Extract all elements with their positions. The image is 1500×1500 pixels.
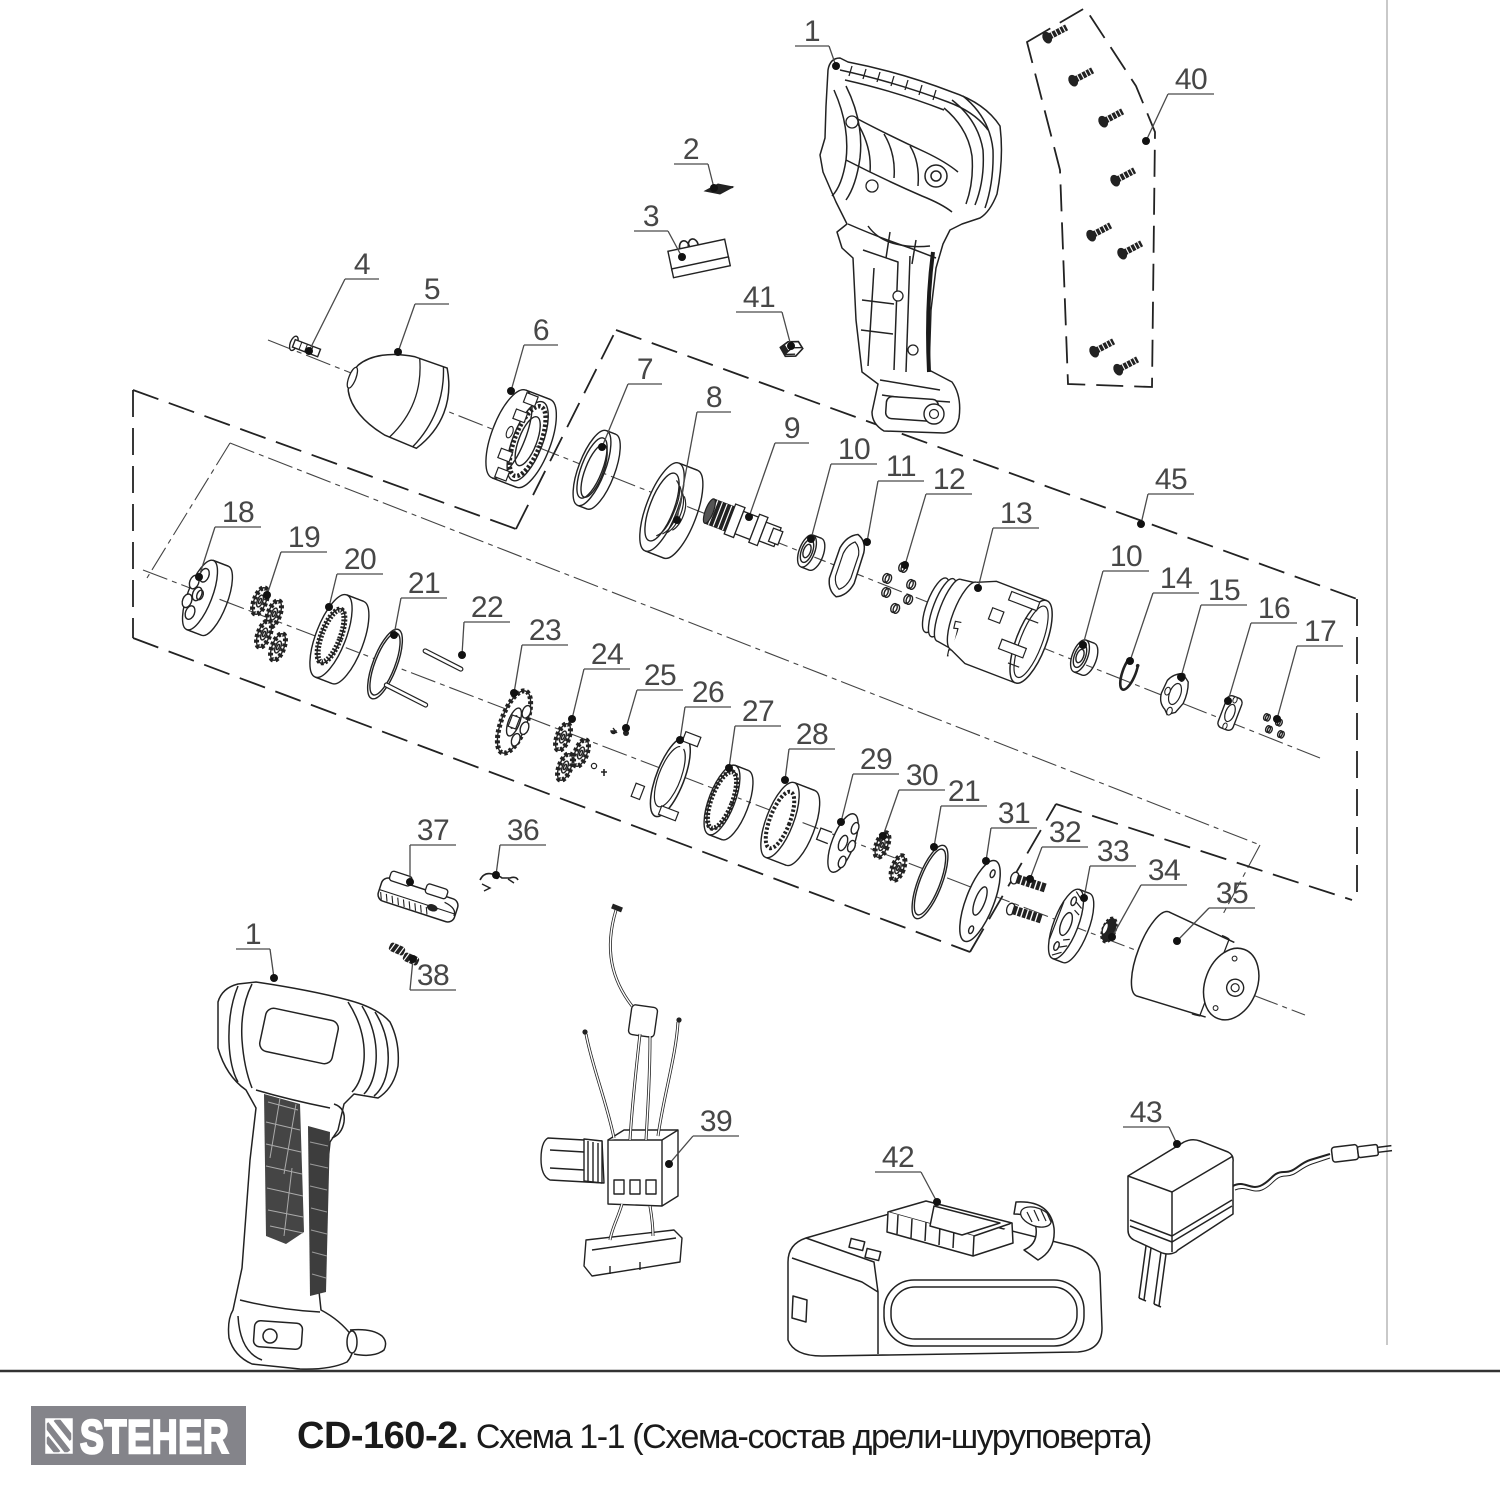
svg-text:39: 39 — [700, 1105, 732, 1138]
svg-text:33: 33 — [1097, 835, 1129, 868]
svg-text:19: 19 — [288, 521, 320, 554]
svg-text:6: 6 — [533, 314, 549, 347]
svg-text:29: 29 — [860, 743, 892, 776]
svg-text:11: 11 — [886, 450, 916, 483]
svg-text:3: 3 — [643, 200, 659, 233]
svg-text:10: 10 — [1110, 540, 1142, 573]
svg-text:9: 9 — [784, 412, 800, 445]
svg-text:26: 26 — [692, 676, 724, 709]
svg-text:37: 37 — [417, 814, 449, 847]
svg-text:14: 14 — [1160, 562, 1192, 595]
svg-text:15: 15 — [1208, 574, 1240, 607]
svg-text:25: 25 — [644, 659, 676, 692]
svg-text:30: 30 — [906, 759, 938, 792]
svg-text:2: 2 — [683, 133, 699, 166]
svg-text:5: 5 — [424, 273, 440, 306]
svg-text:1: 1 — [245, 918, 261, 951]
svg-text:20: 20 — [344, 543, 376, 576]
svg-text:41: 41 — [743, 281, 775, 314]
svg-text:31: 31 — [998, 797, 1030, 830]
svg-text:24: 24 — [591, 638, 623, 671]
svg-text:7: 7 — [637, 353, 653, 386]
svg-text:16: 16 — [1258, 592, 1290, 625]
svg-text:42: 42 — [882, 1141, 914, 1174]
svg-text:1: 1 — [804, 15, 820, 48]
svg-text:8: 8 — [706, 381, 722, 414]
svg-text:45: 45 — [1155, 463, 1187, 496]
svg-text:12: 12 — [933, 463, 965, 496]
svg-text:22: 22 — [471, 591, 503, 624]
svg-text:STEHER: STEHER — [80, 1410, 229, 1463]
svg-text:38: 38 — [417, 959, 449, 992]
svg-text:CD-160-2. Схема 1-1 (Схема-сос: CD-160-2. Схема 1-1 (Схема-состав дрели-… — [297, 1415, 1151, 1457]
svg-text:36: 36 — [507, 814, 539, 847]
svg-text:21: 21 — [948, 775, 980, 808]
svg-text:13: 13 — [1000, 497, 1032, 530]
svg-text:34: 34 — [1148, 854, 1180, 887]
svg-text:32: 32 — [1049, 816, 1081, 849]
svg-text:17: 17 — [1304, 615, 1336, 648]
svg-text:10: 10 — [838, 433, 870, 466]
svg-text:27: 27 — [742, 695, 774, 728]
svg-text:35: 35 — [1216, 877, 1248, 910]
svg-text:28: 28 — [796, 718, 828, 751]
svg-text:40: 40 — [1175, 63, 1207, 96]
svg-text:21: 21 — [408, 567, 440, 600]
svg-text:43: 43 — [1130, 1096, 1162, 1129]
svg-text:4: 4 — [354, 248, 370, 281]
svg-text:23: 23 — [529, 614, 561, 647]
svg-text:18: 18 — [222, 496, 254, 529]
